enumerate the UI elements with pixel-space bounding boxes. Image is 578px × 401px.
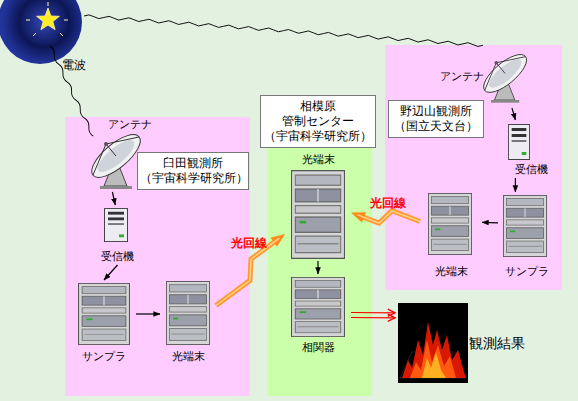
- signal-arrow: [515, 178, 516, 192]
- site-heading: 野辺山観測所 （国立天文台）: [388, 100, 484, 138]
- signal-line: [104, 265, 118, 280]
- equipment-label: 光端末: [160, 350, 216, 363]
- signal-line: [515, 178, 516, 192]
- receiver-unit: [105, 208, 128, 241]
- fiber-link: [216, 238, 279, 305]
- radio-wave: [49, 45, 95, 136]
- star-rays: [26, 2, 68, 36]
- result-image: [398, 303, 468, 383]
- fiber-line: [216, 238, 279, 305]
- equipment-box: 観測結果: [395, 300, 545, 385]
- equipment-box: 光端末: [160, 280, 216, 365]
- equipment-box: アンテナ: [437, 48, 537, 108]
- fiber-line: [358, 211, 420, 223]
- output-line: [351, 312, 395, 313]
- antenna-dish: [478, 48, 532, 102]
- sampler-rack: [79, 283, 130, 344]
- equipment-box: 光端末: [285, 153, 351, 261]
- equipment-label: アンテナ: [440, 70, 490, 83]
- optical-terminal-rack: [166, 281, 209, 344]
- equipment-label: 受信機: [505, 163, 557, 176]
- site-region: 相模原 管制センター （宇宙科学研究所）光端末相関器: [268, 145, 372, 396]
- signal-line: [482, 222, 498, 224]
- equipment-label: 相関器: [285, 341, 351, 354]
- fiber-highlight: [216, 238, 279, 305]
- equipment-label: 光端末: [420, 265, 482, 278]
- signal-arrow: [318, 261, 319, 274]
- equipment-label: 受信機: [95, 250, 140, 263]
- sampler-rack: [503, 195, 546, 256]
- optical-terminal-rack: [292, 171, 345, 259]
- radio-wave: [84, 15, 483, 47]
- signal-line: [136, 313, 160, 314]
- signal-line: [317, 261, 318, 274]
- equipment-label: サンプラ: [498, 265, 556, 278]
- equipment-box: アンテナ: [80, 118, 152, 192]
- signal-arrow: [112, 192, 115, 205]
- equipment-box: 受信機: [95, 205, 140, 265]
- sky-circle: [0, 0, 82, 64]
- optical-terminal-rack: [428, 193, 471, 254]
- fiber-link: [358, 211, 420, 223]
- output-line: [351, 317, 395, 318]
- star: [37, 8, 60, 30]
- equipment-box: サンプラ: [72, 280, 136, 365]
- signal-arrow: [104, 265, 118, 280]
- signal-arrow: [512, 108, 515, 120]
- receiver-unit: [508, 125, 529, 160]
- equipment-label: 観測結果: [469, 337, 545, 350]
- equipment-box: 光端末: [420, 190, 482, 280]
- site-region: 臼田観測所 （宇宙科学研究所） アンテナ受信機サンプラ 光端末: [65, 117, 250, 396]
- signal-arrow: [482, 222, 498, 223]
- signal-arrow: [136, 314, 160, 315]
- site-heading: 臼田観測所 （宇宙科学研究所）: [137, 152, 249, 190]
- equipment-label: アンテナ: [98, 118, 152, 131]
- site-region: 野辺山観測所 （国立天文台） アンテナ受信機サンプラ 光端末: [385, 45, 562, 290]
- signal-line: [112, 192, 115, 205]
- equipment-box: 受信機: [505, 120, 557, 178]
- equipment-box: サンプラ: [498, 192, 556, 280]
- signal-line: [512, 108, 515, 120]
- output-arrow: [351, 313, 395, 318]
- wave-label: 電波: [62, 58, 86, 72]
- site-heading: 相模原 管制センター （宇宙科学研究所）: [260, 95, 376, 148]
- fiber-highlight: [358, 211, 420, 223]
- correlator-rack: [292, 277, 345, 336]
- antenna-dish: [85, 128, 146, 189]
- equipment-label: 光端末: [285, 153, 351, 166]
- equipment-label: サンプラ: [72, 350, 136, 363]
- equipment-box: 相関器: [285, 274, 351, 356]
